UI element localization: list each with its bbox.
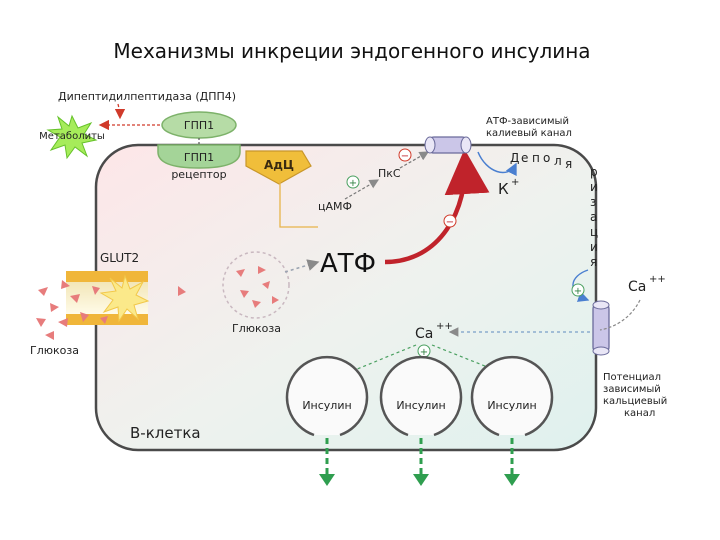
svg-text:−: −: [446, 217, 454, 228]
depolarization-letter: о: [543, 151, 550, 165]
depolarization-letter: а: [590, 210, 597, 224]
insulin-granule: [285, 356, 369, 486]
ca-channel-label-line3: кальциевый: [603, 396, 667, 407]
katp-channel-label-line2: калиевый канал: [486, 128, 572, 139]
glucose-inside-cluster: [222, 251, 290, 319]
katp-channel: [424, 136, 472, 154]
metabolites-label: Метаболиты: [39, 131, 105, 142]
svg-text:+: +: [574, 286, 582, 297]
ca-to-granule-left: [343, 344, 417, 376]
ca-channel-label-line4: канал: [624, 408, 655, 419]
beta-cell-label: В-клетка: [130, 424, 201, 442]
svg-text:−: −: [401, 151, 409, 162]
potassium-efflux-arrow: [477, 151, 517, 177]
camp-to-pkc-arrow: [344, 179, 380, 200]
ca-influx-arrow: [599, 299, 641, 331]
depolarization-letter: и: [590, 180, 598, 194]
depolarization-letter: р: [590, 165, 598, 179]
dpp4-arrow: [114, 103, 126, 120]
camp-label: цАМФ: [318, 200, 352, 213]
dpp4-label: Дипептидилпептидаза (ДПП4): [58, 90, 236, 103]
depolarization-letter: е: [521, 151, 528, 165]
calcium-channel: [592, 300, 610, 356]
outside-glucose-molecules: [36, 280, 108, 340]
glucose-inside-label: Глюкоза: [232, 322, 281, 335]
ca-channel-label-line2: зависимый: [603, 384, 661, 395]
potassium-ion-label: К: [498, 180, 509, 198]
minus-circle-icon: −: [443, 214, 457, 228]
ca-outside-charge: ++: [649, 274, 666, 285]
ca-to-granule-right: [431, 344, 507, 376]
depolarization-letter: и: [590, 240, 598, 254]
diagram-title: Механизмы инкреции эндогенного инсулина: [113, 39, 590, 63]
insulin-label: Инсулин: [302, 399, 351, 412]
depolarization-letter: п: [532, 151, 540, 165]
metabolites-burst-icon: [46, 114, 98, 160]
svg-text:+: +: [349, 178, 357, 189]
glut2-label: GLUT2: [100, 251, 139, 265]
glucose-burst-icon: [99, 274, 150, 323]
plus-circle-icon: +: [571, 283, 585, 297]
insulin-granule: [470, 356, 554, 486]
adc-label: АдЦ: [264, 158, 294, 172]
ca-outside-label: Ca: [628, 279, 646, 295]
atp-inhibition-arrow: [384, 149, 490, 265]
inside-glucose-molecules: [178, 266, 279, 308]
svg-text:+: +: [420, 347, 428, 358]
insulin-granule: [379, 356, 463, 486]
ca-channel-label-line1: Потенциал: [603, 372, 661, 383]
depolarization-letter: я: [565, 157, 572, 171]
insulin-label: Инсулин: [487, 399, 536, 412]
glp1-receptor-label-line1: ГПП1: [184, 151, 214, 164]
potassium-charge: +: [511, 177, 519, 188]
plus-circle-icon: +: [346, 175, 360, 189]
pkc-label: ПкС: [378, 167, 401, 180]
pkc-to-katp-arrow: [399, 151, 430, 169]
ca-inside-label: Ca: [415, 326, 433, 342]
receptor-to-camp-line: [279, 180, 318, 228]
glp1-receptor: [157, 144, 241, 169]
adenylate-cyclase: [245, 150, 312, 185]
depolarization-letter: л: [554, 154, 562, 168]
depolarization-letter: з: [590, 195, 596, 209]
depolarization-to-ca-channel-arrow: [572, 269, 590, 302]
glp1-receptor-label-line2: рецептор: [171, 168, 226, 181]
depolarization-letter: я: [590, 255, 597, 269]
atp-label: АТФ: [320, 249, 376, 279]
minus-circle-icon: −: [398, 148, 412, 162]
depolarization-letter: Д: [510, 151, 519, 165]
depolarization-letter: ц: [590, 225, 598, 239]
insulin-label: Инсулин: [396, 399, 445, 412]
ca-inside-charge: ++: [436, 321, 453, 332]
glp1-label: ГПП1: [184, 119, 214, 132]
katp-channel-label-line1: АТФ-зависимый: [486, 116, 569, 127]
glucose-outside-label: Глюкоза: [30, 344, 79, 357]
